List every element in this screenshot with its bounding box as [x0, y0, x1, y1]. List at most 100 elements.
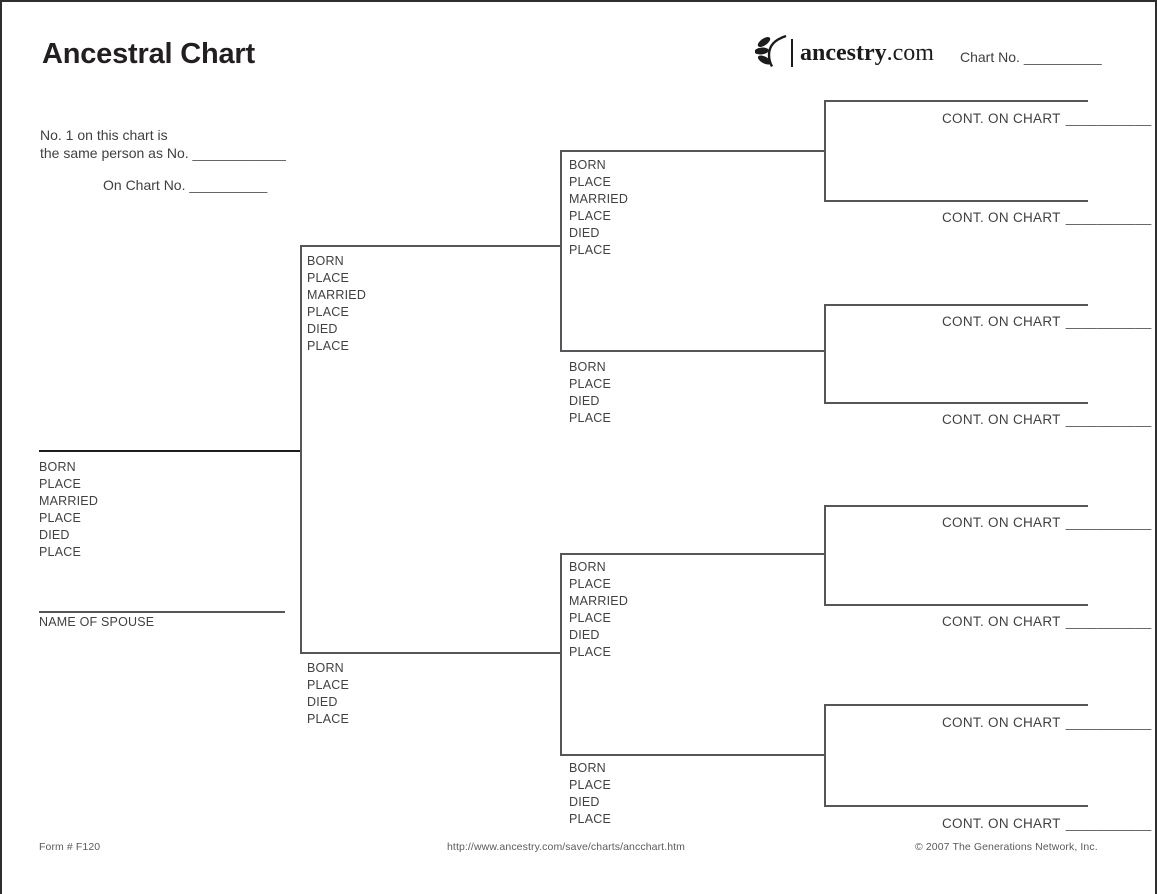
- page-title: Ancestral Chart: [42, 38, 255, 70]
- cont-blank-4: ___________: [1065, 412, 1152, 427]
- field-label: MARRIED: [569, 192, 629, 206]
- great-grandparent-line-6: [824, 604, 1088, 606]
- footer-copyright: © 2007 The Generations Network, Inc.: [915, 841, 1098, 853]
- field-label: PLACE: [569, 377, 611, 391]
- paternal-grandfather-fields: BORN PLACE MARRIED PLACE DIED PLACE: [569, 157, 628, 259]
- gg-bracket-1: [824, 100, 826, 201]
- field-label: DIED: [307, 695, 338, 709]
- spouse-name-label: NAME OF SPOUSE: [39, 615, 155, 629]
- field-label: PLACE: [569, 175, 611, 189]
- maternal-grandmother-line: [560, 754, 825, 756]
- field-label: PLACE: [569, 645, 611, 659]
- cont-blank-3: ___________: [1065, 314, 1152, 329]
- field-label: BORN: [307, 254, 344, 268]
- maternal-grandfather-line: [560, 553, 825, 555]
- person1-name-line: [39, 450, 302, 452]
- paternal-grandmother-line: [560, 350, 825, 352]
- mother-name-line: [300, 652, 561, 654]
- logo-domain-text: .com: [886, 39, 934, 66]
- cont-blank-1: ___________: [1065, 111, 1152, 126]
- field-label: PLACE: [569, 411, 611, 425]
- field-label: BORN: [569, 158, 606, 172]
- logo-divider-bar: [791, 39, 793, 67]
- field-label: MARRIED: [569, 594, 629, 608]
- great-grandparent-line-7: [824, 704, 1088, 706]
- on-chart-label: On Chart No.: [103, 177, 186, 193]
- field-label: BORN: [39, 460, 76, 474]
- great-grandparent-line-8: [824, 805, 1088, 807]
- chart-number-field: Chart No. __________: [960, 49, 1102, 65]
- maternal-bracket-line: [560, 553, 562, 755]
- gen1-bracket-line: [300, 245, 302, 653]
- paternal-bracket-line: [560, 150, 562, 351]
- field-label: PLACE: [307, 712, 349, 726]
- ancestry-leaf-icon: [754, 34, 789, 72]
- cont-blank-2: ___________: [1065, 210, 1152, 225]
- great-grandparent-line-3: [824, 304, 1088, 306]
- field-label: DIED: [307, 322, 338, 336]
- chart-number-label: Chart No.: [960, 49, 1020, 65]
- field-label: BORN: [569, 360, 606, 374]
- field-label: PLACE: [39, 477, 81, 491]
- great-grandparent-line-5: [824, 505, 1088, 507]
- great-grandparent-line-4: [824, 402, 1088, 404]
- paternal-grandmother-fields: BORN PLACE DIED PLACE: [569, 359, 611, 427]
- great-grandparent-line-1: [824, 100, 1088, 102]
- footer-url: http://www.ancestry.com/save/charts/ancc…: [446, 841, 686, 853]
- chart-number-blank: __________: [1023, 49, 1102, 65]
- mother-fields: BORN PLACE DIED PLACE: [307, 660, 349, 728]
- cont-blank-8: ___________: [1065, 816, 1152, 831]
- gg-bracket-2: [824, 304, 826, 403]
- field-label: MARRIED: [39, 494, 99, 508]
- cont-on-chart-1: CONT. ON CHART___________: [942, 111, 1152, 126]
- person1-fields: BORN PLACE MARRIED PLACE DIED PLACE: [39, 459, 98, 561]
- cont-on-chart-6: CONT. ON CHART___________: [942, 614, 1152, 629]
- field-label: BORN: [569, 560, 606, 574]
- maternal-grandmother-fields: BORN PLACE DIED PLACE: [569, 760, 611, 828]
- form-number: Form # F120: [39, 841, 101, 853]
- great-grandparent-line-2: [824, 200, 1088, 202]
- cont-on-chart-8: CONT. ON CHART___________: [942, 816, 1152, 831]
- gg-bracket-3: [824, 505, 826, 605]
- field-label: DIED: [569, 628, 600, 642]
- field-label: PLACE: [39, 545, 81, 559]
- gg-bracket-4: [824, 704, 826, 806]
- reference-line-1: No. 1 on this chart is: [40, 127, 168, 143]
- reference-line-2: the same person as No. ____________: [40, 145, 286, 161]
- logo-wordmark: ancestry.com: [800, 40, 934, 67]
- field-label: PLACE: [569, 778, 611, 792]
- cont-on-chart-5: CONT. ON CHART___________: [942, 515, 1152, 530]
- spouse-name-line: [39, 611, 285, 613]
- field-label: DIED: [39, 528, 70, 542]
- cont-on-chart-7: CONT. ON CHART___________: [942, 715, 1152, 730]
- cont-blank-5: ___________: [1065, 515, 1152, 530]
- on-chart-blank: __________: [189, 177, 268, 193]
- field-label: PLACE: [569, 812, 611, 826]
- field-label: PLACE: [569, 611, 611, 625]
- cont-on-chart-4: CONT. ON CHART___________: [942, 412, 1152, 427]
- paternal-grandfather-line: [560, 150, 825, 152]
- field-label: PLACE: [307, 305, 349, 319]
- field-label: DIED: [569, 226, 600, 240]
- field-label: PLACE: [39, 511, 81, 525]
- field-label: BORN: [307, 661, 344, 675]
- field-label: PLACE: [569, 243, 611, 257]
- father-name-line: [300, 245, 561, 247]
- field-label: DIED: [569, 394, 600, 408]
- field-label: MARRIED: [307, 288, 367, 302]
- field-label: PLACE: [307, 678, 349, 692]
- field-label: BORN: [569, 761, 606, 775]
- field-label: PLACE: [307, 271, 349, 285]
- field-label: PLACE: [569, 209, 611, 223]
- same-person-blank: ____________: [192, 145, 286, 161]
- on-chart-field: On Chart No. __________: [103, 176, 267, 194]
- reference-note: No. 1 on this chart is the same person a…: [40, 126, 286, 162]
- cont-blank-7: ___________: [1065, 715, 1152, 730]
- logo-brand-text: ancestry: [800, 39, 887, 66]
- cont-on-chart-3: CONT. ON CHART___________: [942, 314, 1152, 329]
- field-label: DIED: [569, 795, 600, 809]
- cont-on-chart-2: CONT. ON CHART___________: [942, 210, 1152, 225]
